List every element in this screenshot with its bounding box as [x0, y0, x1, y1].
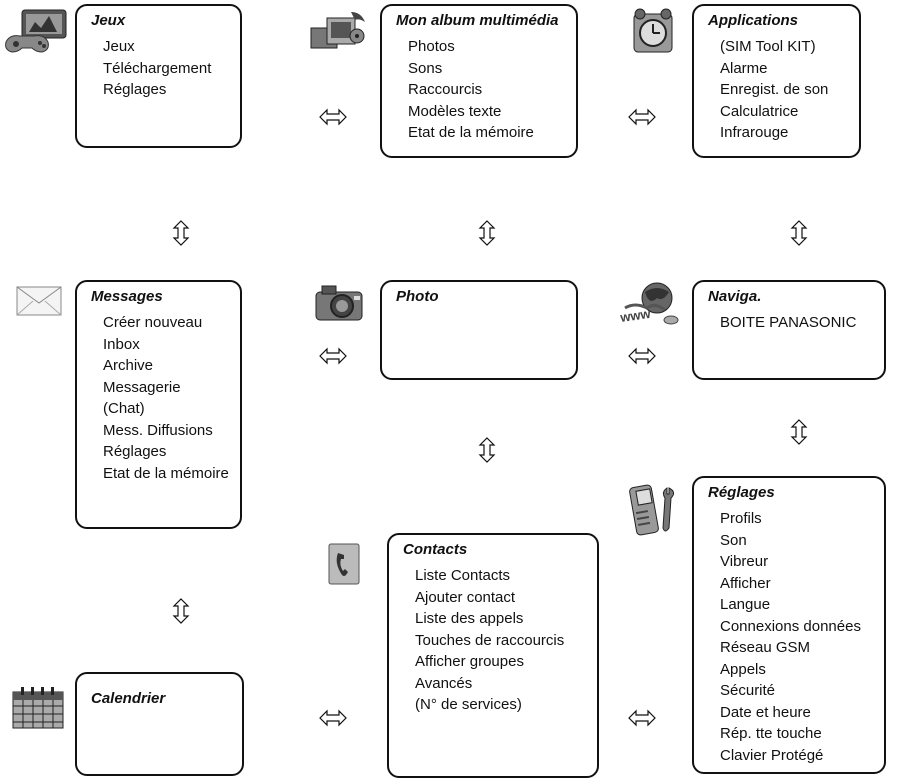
menu-title: Messages	[91, 288, 163, 305]
menu-items: Profils Son Vibreur Afficher Langue Conn…	[720, 508, 861, 766]
phone-wrench-icon[interactable]	[627, 482, 685, 538]
menu-item[interactable]: Clavier Protégé	[720, 746, 824, 764]
menu-box-album[interactable]: Mon album multimédia Photos Sons Raccour…	[380, 4, 578, 158]
menu-title: Réglages	[708, 484, 775, 501]
menu-items: Créer nouveau Inbox Archive Messagerie (…	[103, 312, 229, 484]
menu-box-calendrier[interactable]: Calendrier	[75, 672, 244, 776]
menu-title: Naviga.	[708, 288, 762, 305]
multimedia-album-icon[interactable]	[307, 6, 373, 56]
menu-items: BOITE PANASONIC	[720, 312, 856, 334]
double-arrow-horizontal	[628, 347, 656, 365]
menu-items: Liste Contacts Ajouter contact Liste des…	[415, 565, 564, 716]
double-arrow-horizontal	[319, 347, 347, 365]
menu-item[interactable]: Réglages	[103, 81, 167, 98]
menu-item[interactable]: Date et heure	[720, 703, 811, 721]
menu-item[interactable]: Liste des appels	[415, 610, 524, 627]
menu-box-reglages[interactable]: Réglages Profils Son Vibreur Afficher La…	[692, 476, 886, 774]
menu-item[interactable]: Avancés	[415, 674, 473, 692]
menu-item[interactable]: Téléchargement	[103, 59, 212, 77]
menu-item[interactable]: Créer nouveau	[103, 314, 203, 331]
menu-title: Applications	[708, 12, 799, 29]
menu-item[interactable]: Calculatrice	[720, 102, 799, 120]
double-arrow-vertical	[790, 419, 808, 445]
menu-title: Mon album multimédia	[396, 12, 559, 29]
menu-box-naviga[interactable]: Naviga. BOITE PANASONIC	[692, 280, 886, 380]
menu-item[interactable]: Inbox	[103, 335, 140, 353]
menu-box-jeux[interactable]: Jeux Jeux Téléchargement Réglages	[75, 4, 242, 148]
double-arrow-vertical	[172, 220, 190, 246]
menu-item[interactable]: Connexions données	[720, 617, 861, 635]
menu-box-photo[interactable]: Photo	[380, 280, 578, 380]
menu-item[interactable]: Etat de la mémoire	[103, 464, 229, 482]
menu-item[interactable]: Afficher groupes	[415, 653, 524, 670]
menu-box-applications[interactable]: Applications (SIM Tool KIT) Alarme Enreg…	[692, 4, 861, 158]
menu-box-messages[interactable]: Messages Créer nouveau Inbox Archive Mes…	[75, 280, 242, 529]
double-arrow-vertical	[790, 220, 808, 246]
alarm-clock-icon[interactable]	[628, 6, 678, 56]
menu-item[interactable]: Jeux	[103, 38, 135, 55]
menu-item[interactable]: Réseau GSM	[720, 639, 811, 656]
menu-item[interactable]: Photos	[408, 38, 455, 55]
menu-item[interactable]: Etat de la mémoire	[408, 124, 534, 141]
menu-item[interactable]: (SIM Tool KIT)	[720, 38, 816, 55]
menu-item[interactable]: Raccourcis	[408, 81, 483, 98]
globe-www-icon[interactable]: www	[617, 280, 683, 328]
menu-item[interactable]: Enregist. de son	[720, 81, 829, 98]
menu-item[interactable]: Profils	[720, 510, 762, 527]
menu-items: (SIM Tool KIT) Alarme Enregist. de son C…	[720, 36, 828, 144]
svg-text:www: www	[618, 306, 652, 325]
menu-title: Jeux	[91, 12, 126, 29]
menu-item[interactable]: Archive	[103, 357, 154, 374]
menu-item[interactable]: Ajouter contact	[415, 588, 516, 606]
menu-item[interactable]: Modèles texte	[408, 102, 502, 120]
double-arrow-vertical	[172, 598, 190, 624]
menu-title: Calendrier	[91, 690, 166, 707]
calendar-icon[interactable]	[11, 684, 65, 730]
phone-handset-icon[interactable]	[328, 543, 360, 585]
menu-item[interactable]: (N° de services)	[415, 696, 522, 713]
menu-item[interactable]: Réglages	[103, 443, 167, 460]
menu-item[interactable]: Touches de raccourcis	[415, 631, 565, 649]
menu-item[interactable]: Messagerie	[103, 378, 181, 396]
menu-item[interactable]: Sécurité	[720, 682, 776, 699]
menu-items: Jeux Téléchargement Réglages	[103, 36, 211, 101]
double-arrow-horizontal	[319, 709, 347, 727]
menu-title: Photo	[396, 288, 439, 305]
menu-item[interactable]: Infrarouge	[720, 124, 789, 141]
menu-item[interactable]: Afficher	[720, 574, 771, 592]
menu-item[interactable]: Vibreur	[720, 553, 769, 570]
gamepad-icon[interactable]	[4, 6, 70, 56]
menu-title: Contacts	[403, 541, 468, 558]
double-arrow-horizontal	[319, 108, 347, 126]
double-arrow-vertical	[478, 437, 496, 463]
double-arrow-vertical	[478, 220, 496, 246]
menu-item[interactable]: Appels	[720, 660, 766, 678]
menu-items: Photos Sons Raccourcis Modèles texte Eta…	[408, 36, 534, 144]
menu-item[interactable]: (Chat)	[103, 400, 145, 417]
menu-item[interactable]: Son	[720, 531, 747, 549]
menu-item[interactable]: Rép. tte touche	[720, 725, 822, 742]
menu-item[interactable]: Alarme	[720, 59, 768, 77]
camera-icon[interactable]	[314, 282, 366, 324]
menu-box-contacts[interactable]: Contacts Liste Contacts Ajouter contact …	[387, 533, 599, 778]
menu-item[interactable]: BOITE PANASONIC	[720, 314, 857, 331]
menu-item[interactable]: Liste Contacts	[415, 567, 511, 584]
envelope-icon[interactable]	[16, 285, 62, 317]
double-arrow-horizontal	[628, 108, 656, 126]
double-arrow-horizontal	[628, 709, 656, 727]
menu-item[interactable]: Mess. Diffusions	[103, 421, 213, 439]
menu-item[interactable]: Sons	[408, 59, 443, 77]
menu-item[interactable]: Langue	[720, 596, 771, 613]
